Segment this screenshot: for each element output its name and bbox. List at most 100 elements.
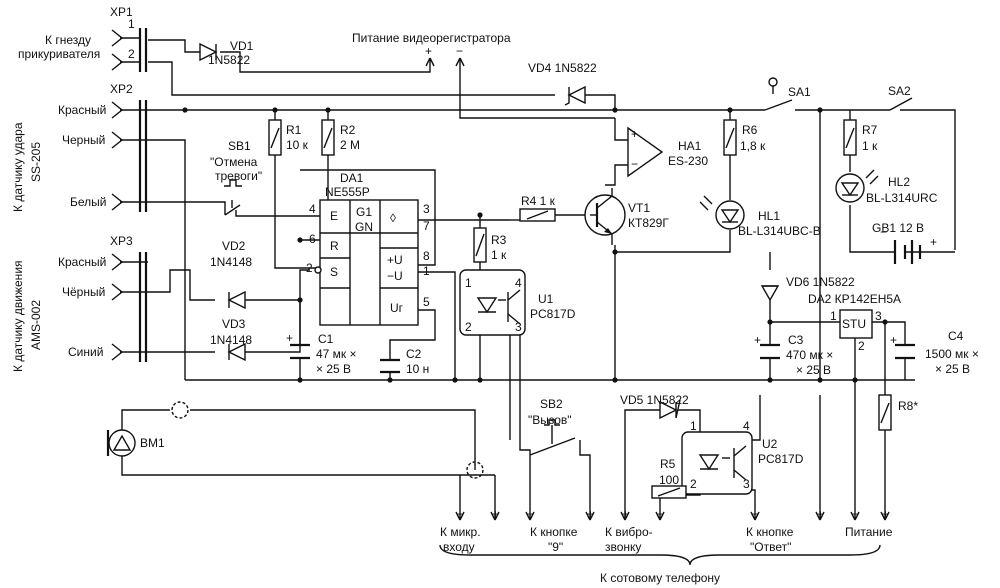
r6-value: 1,8 к bbox=[740, 139, 766, 153]
connector-xp2: XP2 Красный Черный Белый К датчику удара… bbox=[11, 82, 148, 212]
ha1-type: ES-230 bbox=[668, 154, 708, 168]
regulator-da2: DA2 КР142ЕН5А STU 1 3 2 bbox=[808, 292, 901, 353]
da1-pin-g1: G1 bbox=[356, 205, 372, 219]
bm1-label: BM1 bbox=[140, 436, 165, 450]
c4-value-line2: × 25 В bbox=[935, 362, 970, 376]
resistor-r8: R8* bbox=[878, 394, 918, 431]
da1-pin-s: S bbox=[330, 265, 338, 279]
switch-sa2: SA2 bbox=[888, 84, 913, 111]
vd1-label: VD1 bbox=[230, 39, 254, 53]
r1-label: R1 bbox=[286, 123, 302, 137]
da2-stu: STU bbox=[842, 317, 866, 331]
u1-pin3: 3 bbox=[515, 320, 522, 334]
microphone-bm1: BM1 bbox=[106, 401, 484, 479]
diode-vd4: VD4 1N5822 bbox=[528, 61, 597, 106]
ha1-minus: − bbox=[631, 157, 638, 171]
u2-pin1: 1 bbox=[690, 419, 697, 433]
c3-value-line2: × 25 В bbox=[796, 363, 831, 377]
recorder-power-terminals: + − Питание видеорегистратора bbox=[352, 31, 511, 67]
da1-out-symbol: ◊ bbox=[390, 211, 396, 225]
r6-label: R6 bbox=[742, 123, 758, 137]
motion-sensor-label-line2: AMS-002 bbox=[29, 300, 43, 350]
transistor-vt1: VT1 КТ829Г bbox=[584, 188, 669, 245]
sa2-label: SA2 bbox=[888, 84, 911, 98]
da1-pin8: 8 bbox=[423, 249, 430, 263]
xp1-desc-line1: К гнезду bbox=[45, 33, 91, 47]
battery-gb1: − + GB1 12 В bbox=[872, 221, 937, 264]
diode-vd2: VD2 1N4148 bbox=[210, 239, 252, 310]
answer-label-line1: К кнопке bbox=[746, 525, 794, 539]
wire-white-label: Белый bbox=[70, 195, 106, 209]
xp1-pin2-label: 2 bbox=[128, 47, 135, 61]
da1-pin4: 4 bbox=[309, 202, 316, 216]
resistor-r3: R3 1 к bbox=[473, 227, 507, 263]
c3-plus: + bbox=[754, 333, 761, 347]
diode-vd6: VD6 1N5822 bbox=[760, 275, 855, 302]
answer-minus: − bbox=[752, 507, 759, 521]
c1-plus: + bbox=[286, 331, 293, 345]
power-minus: − bbox=[852, 507, 859, 521]
diode-vd5: VD5 1N5822 bbox=[620, 393, 689, 420]
vd2-type: 1N4148 bbox=[210, 255, 252, 269]
wire-black-label: Черный bbox=[62, 133, 105, 147]
c1-value-line2: × 25 В bbox=[316, 362, 351, 376]
xp1-label: XP1 bbox=[110, 5, 133, 19]
switch-sb1: SB1 "Отмена тревоги" bbox=[210, 139, 262, 216]
da1-label: DA1 bbox=[340, 171, 364, 185]
phone-label: К сотовому телефону bbox=[600, 571, 720, 585]
hl1-label: HL1 bbox=[758, 209, 780, 223]
vd6-label: VD6 1N5822 bbox=[786, 275, 855, 289]
r2-value: 2 М bbox=[340, 138, 360, 152]
da1-pin-ur: Uг bbox=[390, 301, 404, 315]
vt1-label: VT1 bbox=[628, 201, 650, 215]
wire-red-label: Красный bbox=[58, 103, 106, 117]
da1-pin-mu: −U bbox=[387, 269, 403, 283]
u1-pin1: 1 bbox=[465, 276, 472, 290]
u1-label: U1 bbox=[538, 292, 554, 306]
sb2-label: SB2 bbox=[540, 397, 563, 411]
r7-value: 1 к bbox=[862, 139, 878, 153]
btn9-minus: − bbox=[527, 507, 534, 521]
vib-label-line2: звонку bbox=[605, 540, 641, 554]
vd4-label: VD4 1N5822 bbox=[528, 61, 597, 75]
btn9-plus: + bbox=[587, 507, 594, 521]
btn9-label-line1: К кнопке bbox=[530, 525, 578, 539]
sb2-desc: "Вызов" bbox=[528, 413, 572, 427]
da1-pin6: 6 bbox=[309, 232, 316, 246]
diode-vd1: VD1 1N5822 bbox=[199, 39, 254, 67]
resistor-r1: R1 10 к bbox=[268, 119, 309, 156]
optocoupler-u1: 1 2 4 3 U1 PC817D bbox=[459, 269, 576, 336]
vib-label-line1: К вибро- bbox=[605, 525, 653, 539]
answer-label-line2: "Ответ" bbox=[750, 540, 791, 554]
r4-label: R4 1 к bbox=[521, 194, 556, 208]
da2-pin2: 2 bbox=[858, 339, 865, 353]
power-label: Питание bbox=[845, 525, 893, 539]
xp3-label: XP3 bbox=[110, 234, 133, 248]
da2-label: DA2 КР142ЕН5А bbox=[808, 292, 901, 306]
c3-label: C3 bbox=[788, 333, 804, 347]
sa1-label: SA1 bbox=[788, 85, 811, 99]
u1-type: PC817D bbox=[530, 307, 576, 321]
c1-value-line1: 47 мк × bbox=[316, 347, 357, 361]
vd2-label: VD2 bbox=[222, 239, 246, 253]
da1-pin2: 2 bbox=[306, 261, 313, 275]
resistor-r6: R6 1,8 к bbox=[723, 119, 766, 156]
diode-vd3: VD3 1N4148 bbox=[210, 317, 252, 362]
da1-pin3: 3 bbox=[423, 202, 430, 216]
recorder-power-label: Питание видеорегистратора bbox=[352, 31, 511, 45]
hl1-type: BL-L314UBC-B bbox=[738, 224, 821, 238]
resistor-r7: R7 1 к bbox=[843, 119, 878, 156]
vt1-type: КТ829Г bbox=[628, 216, 669, 230]
gb1-plus: + bbox=[930, 235, 937, 249]
c4-value-line1: 1500 мк × bbox=[925, 347, 979, 361]
recorder-plus: + bbox=[425, 44, 432, 58]
btn9-label-line2: "9" bbox=[548, 540, 563, 554]
optocoupler-u2: 1 2 4 3 U2 PC817D bbox=[681, 419, 804, 495]
da1-pin-r: R bbox=[330, 239, 339, 253]
led-hl1: HL1 BL-L314UBC-B bbox=[699, 195, 821, 238]
da1-type: NE555P bbox=[325, 185, 370, 199]
r3-value: 1 к bbox=[491, 248, 507, 262]
hl2-type: BL-L314URC bbox=[866, 191, 938, 205]
da1-pin-u: +U bbox=[387, 253, 403, 267]
